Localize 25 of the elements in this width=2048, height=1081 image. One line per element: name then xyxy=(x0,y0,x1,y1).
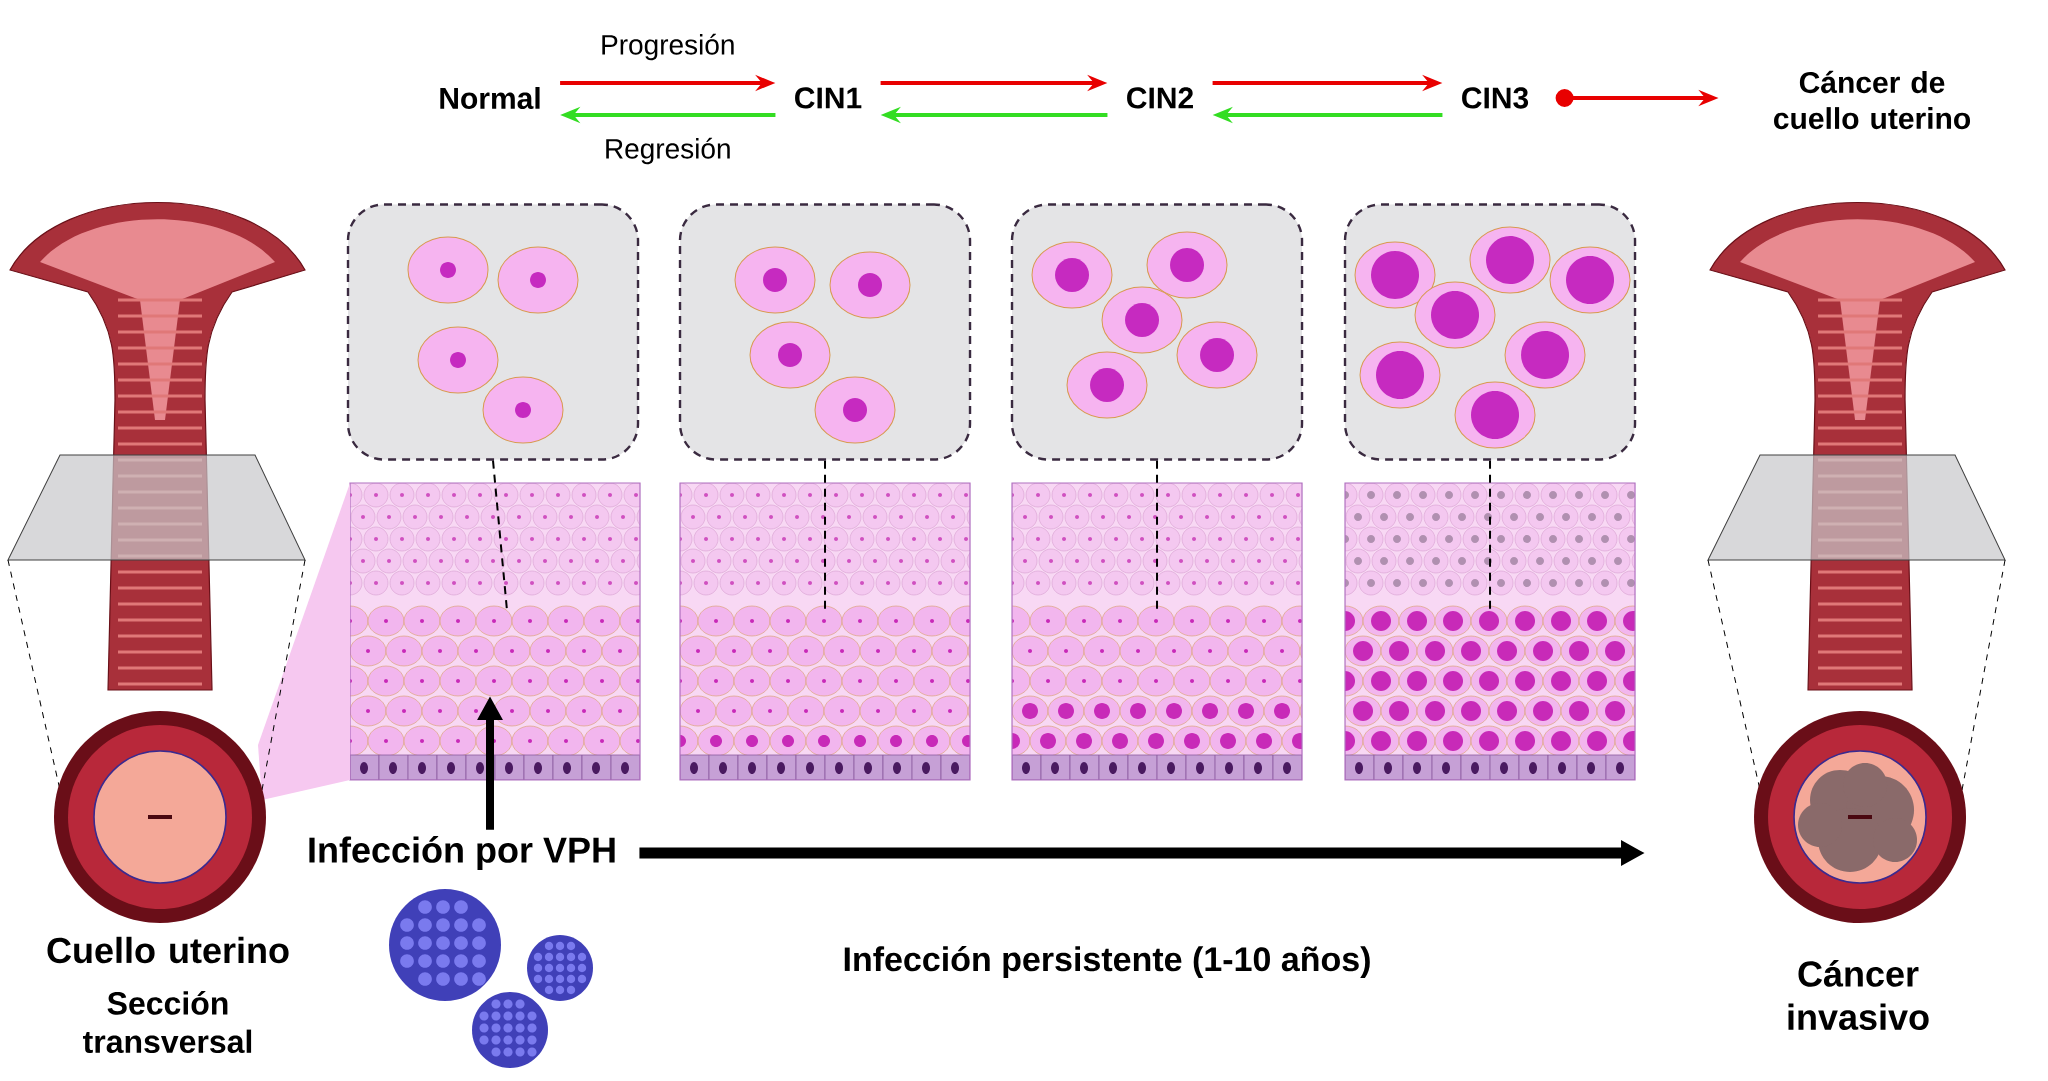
node-label: Cáncer invasivo xyxy=(1788,960,1929,1030)
leader-line xyxy=(1156,459,1158,612)
epithelium-drawing xyxy=(1344,482,1636,781)
stage-label: CIN1 xyxy=(795,87,862,109)
stage-label: Cáncer de cuello uterino xyxy=(1774,70,1971,130)
stage-label: Normal xyxy=(440,87,540,109)
stage-label: CIN2 xyxy=(1127,87,1193,109)
magnified-cells-panel xyxy=(678,203,972,461)
epithelium-drawing xyxy=(679,482,971,781)
epithelium-drawing xyxy=(1011,482,1303,781)
stage-label: Infección por VPH xyxy=(309,836,615,870)
cervix-drawing xyxy=(1707,201,2006,923)
leader-line xyxy=(824,459,826,612)
magnified-cells-panel xyxy=(346,203,640,461)
node-label: Cuello uterino xyxy=(47,936,289,964)
edge-label: Regresión xyxy=(606,137,730,165)
epithelium-drawing xyxy=(349,482,641,781)
leader-line xyxy=(492,459,508,611)
magnified-cells-panel xyxy=(1343,203,1637,461)
leader-line xyxy=(1489,459,1491,612)
edge-label: Progresión xyxy=(602,33,734,61)
stage-label: CIN3 xyxy=(1462,87,1529,109)
timeline-label: Infección persistente (1-10 años) xyxy=(844,946,1370,978)
node-label: Sección transversal xyxy=(83,990,252,1054)
magnified-cells-panel xyxy=(1010,203,1304,461)
